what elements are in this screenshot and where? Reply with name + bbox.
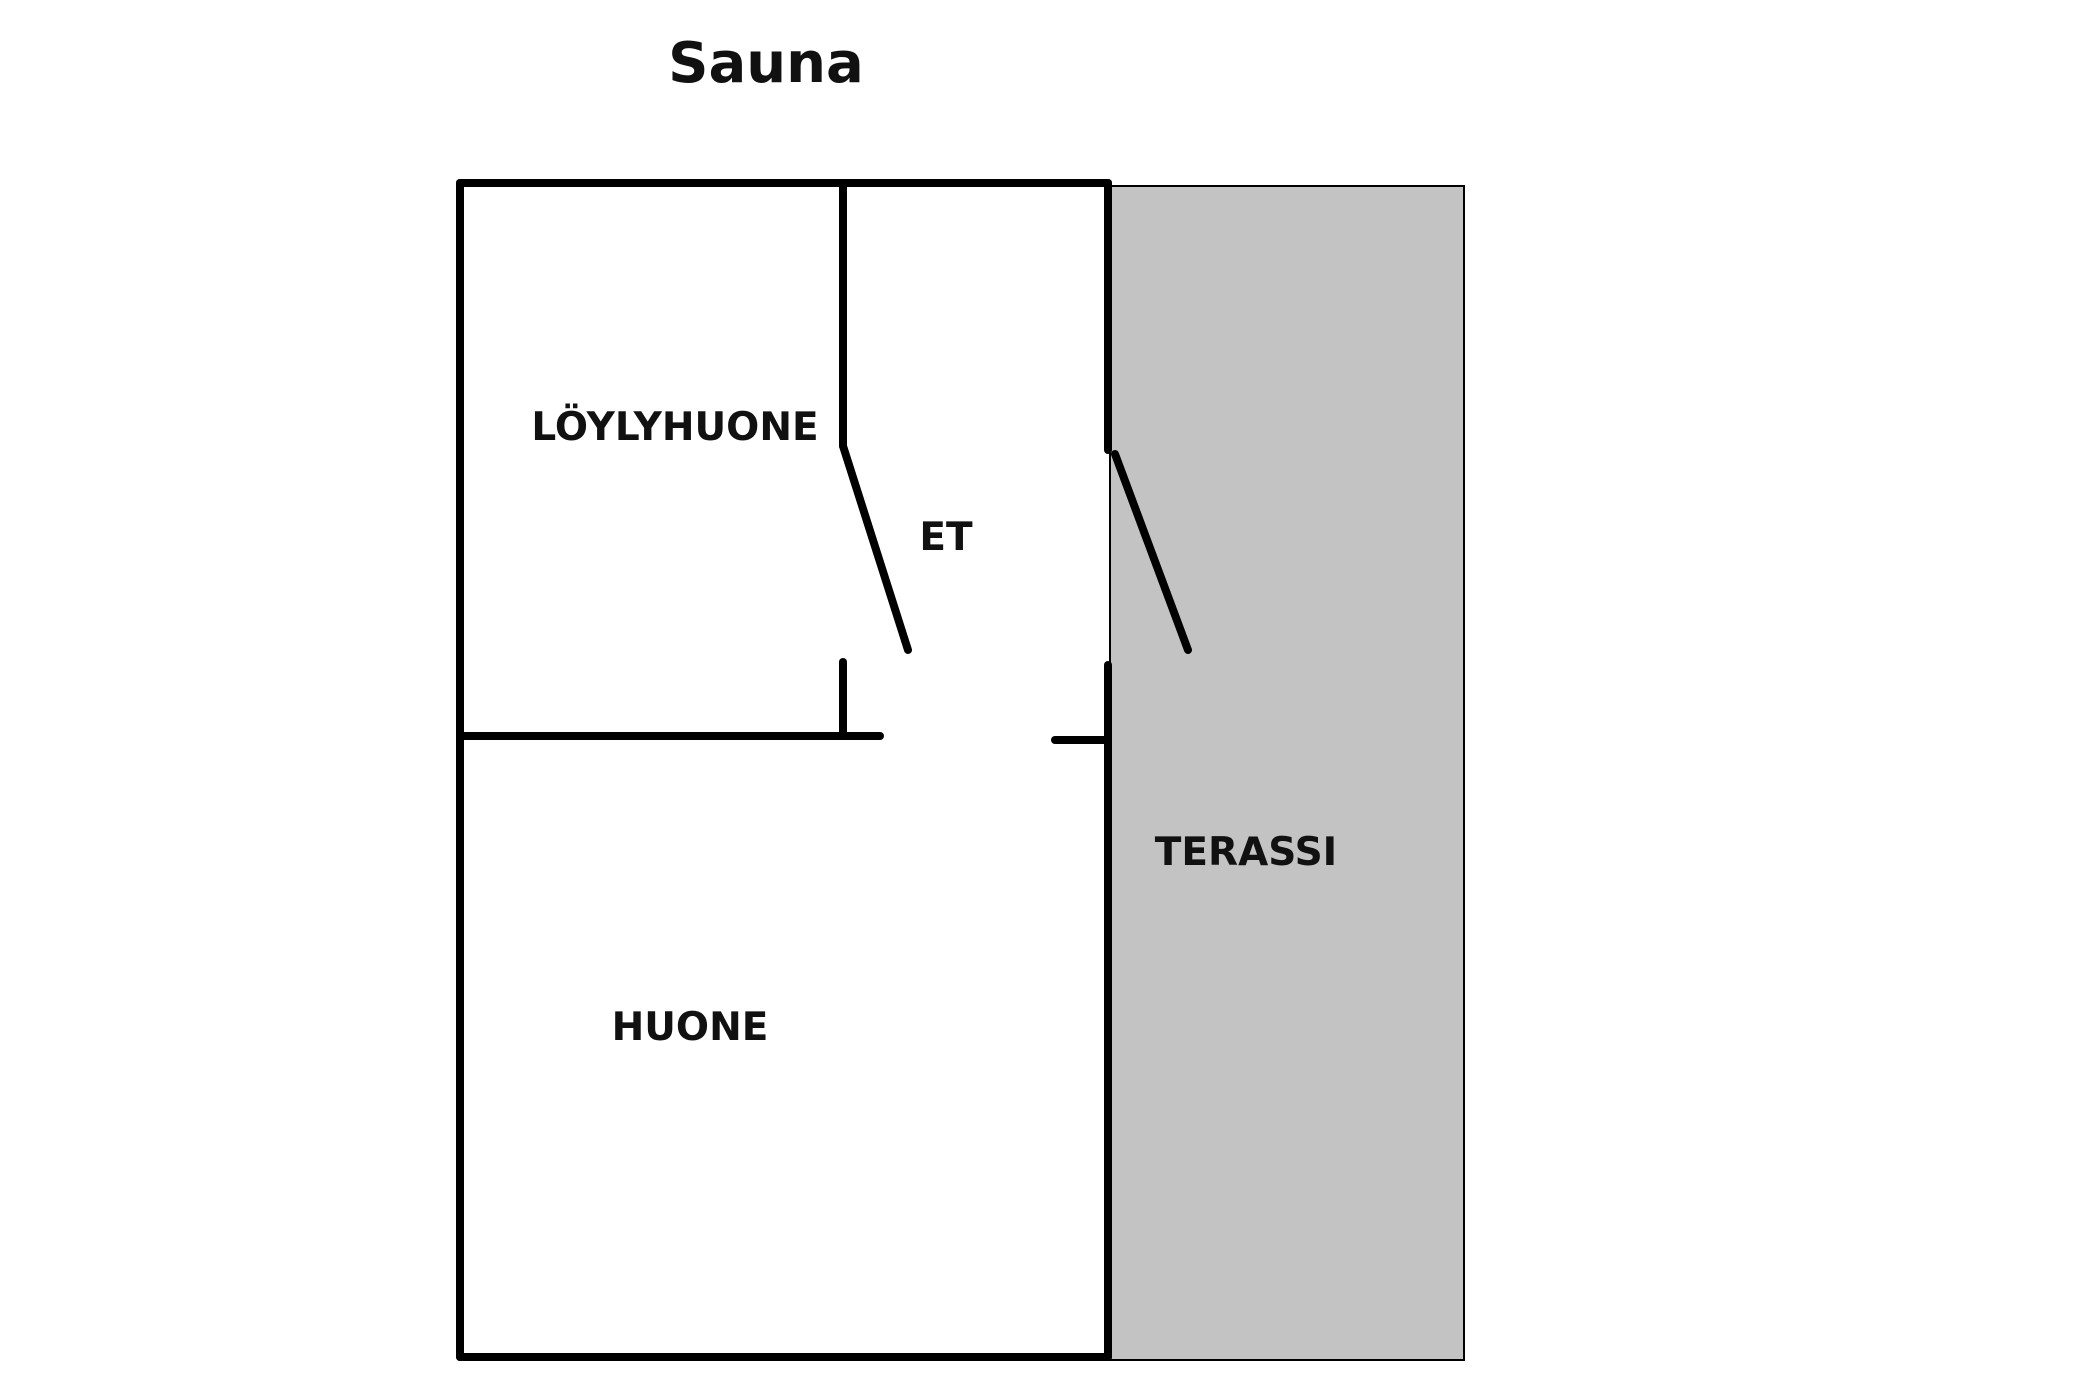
plan-title: Sauna bbox=[668, 31, 864, 96]
sauna-door-leaf bbox=[839, 442, 912, 654]
room-label-terrace: TERASSI bbox=[1155, 830, 1337, 875]
terrace-door-leaf bbox=[1111, 450, 1192, 654]
terrace-area bbox=[1109, 185, 1465, 1361]
room-label-sauna: LÖYLYHUONE bbox=[531, 403, 818, 450]
room-label-room: HUONE bbox=[612, 1005, 769, 1050]
room-label-hall: ET bbox=[919, 515, 973, 560]
